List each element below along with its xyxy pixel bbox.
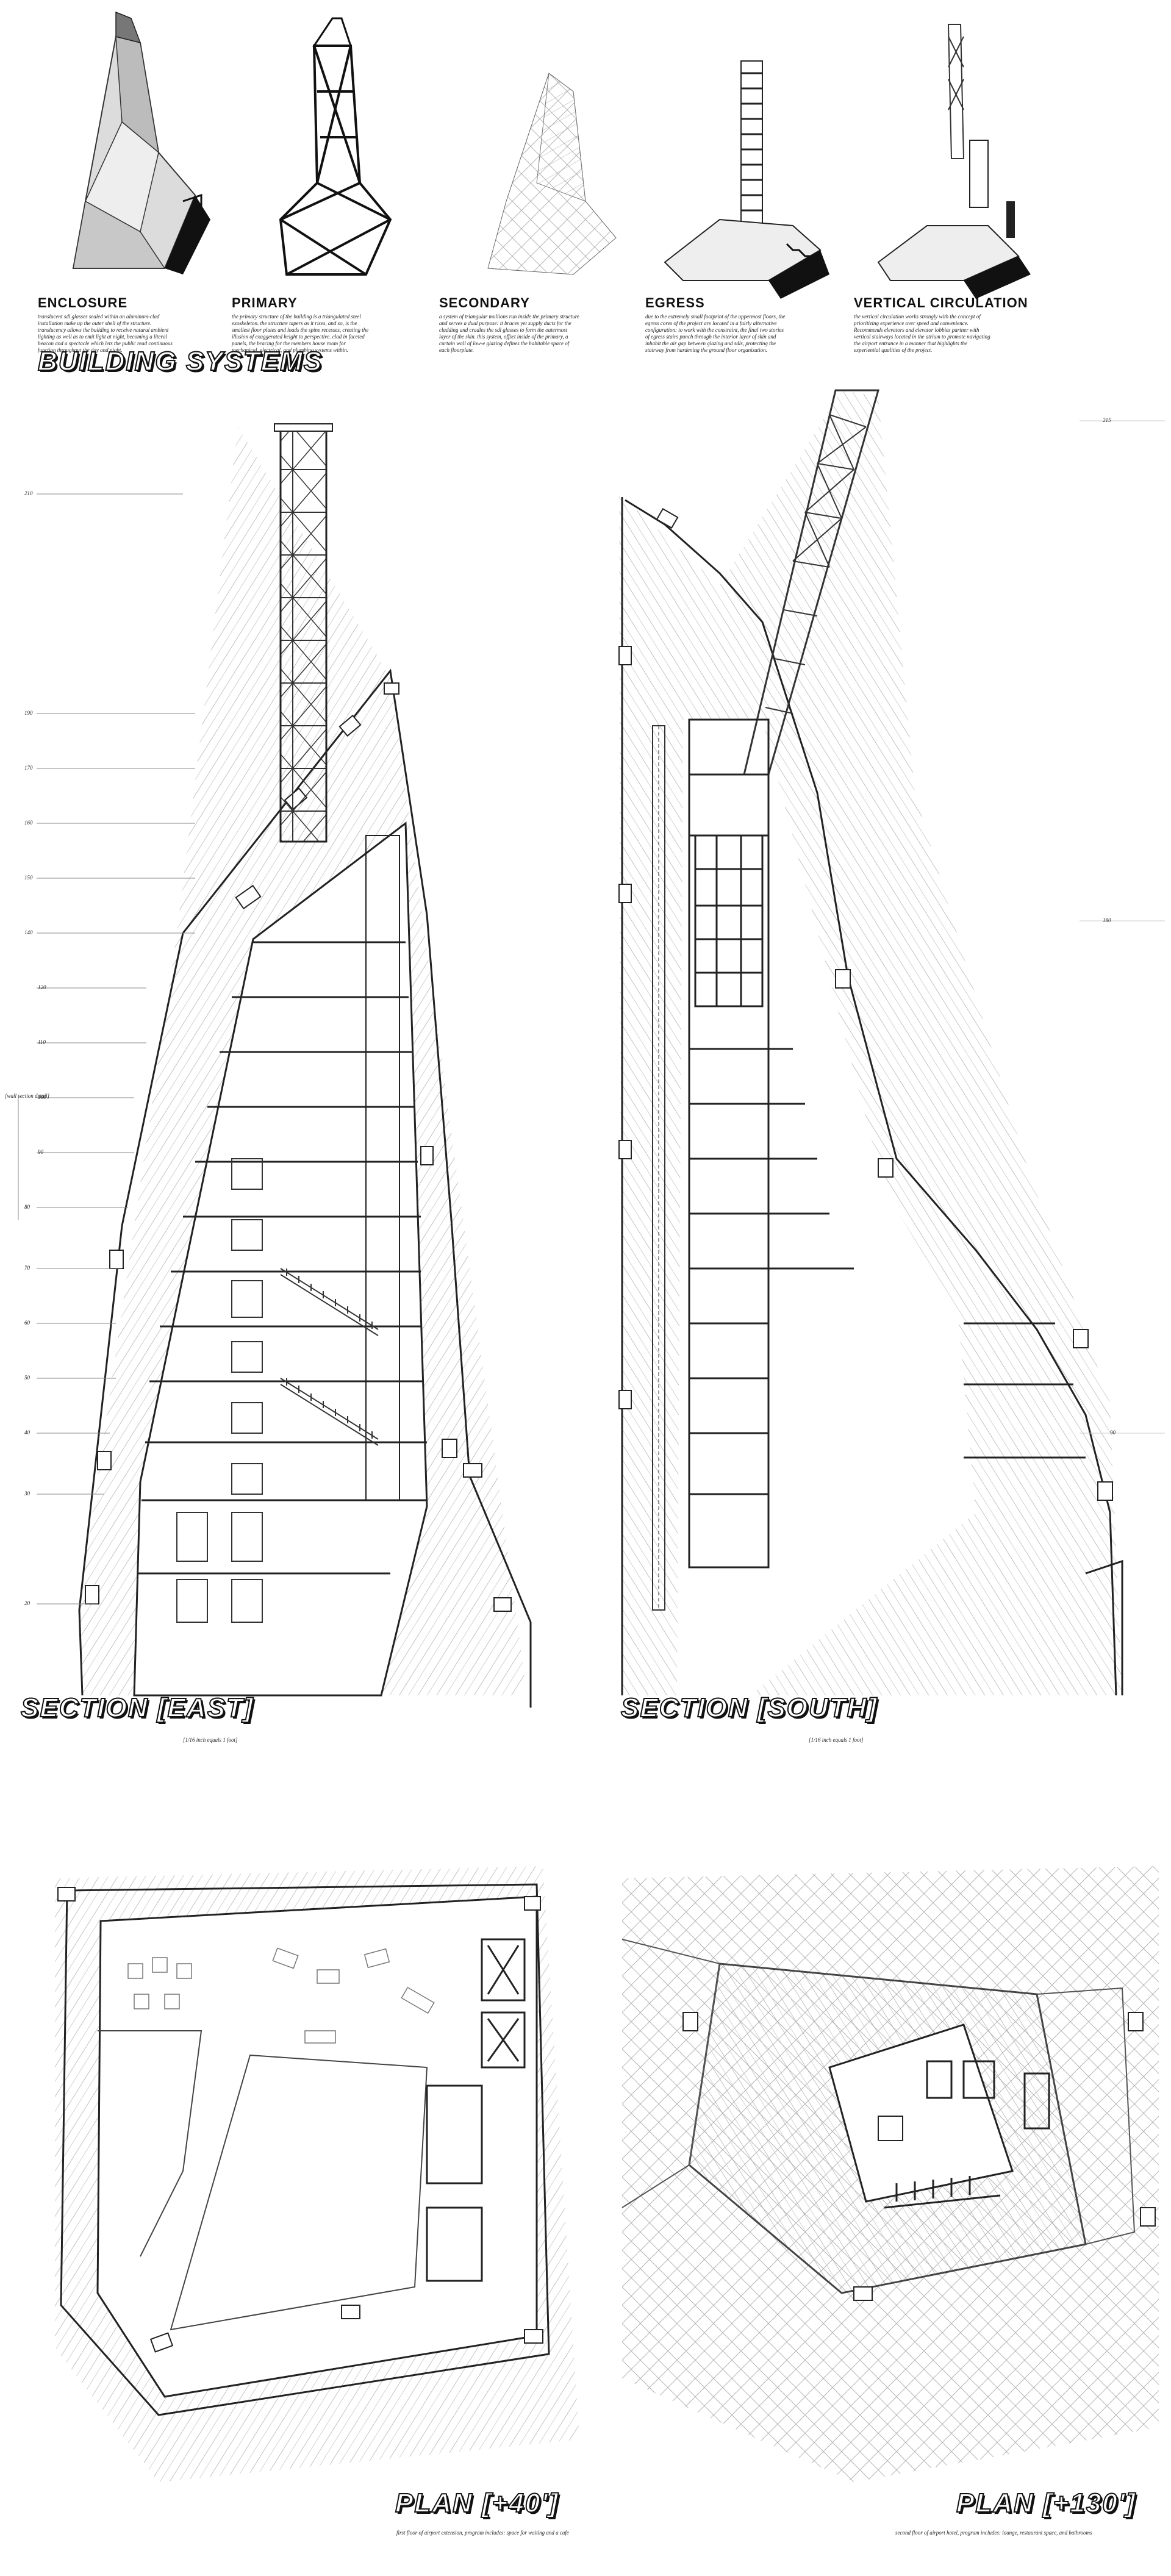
section-east-drawing (18, 423, 532, 1708)
east-level-label: 20 (24, 1600, 30, 1606)
section-south-title: SECTION [SOUTH] (620, 1692, 878, 1723)
system-desc-enclosure: translucent sdl glasses sealed within an… (38, 313, 173, 353)
enclosure-icon (72, 11, 210, 274)
system-title-vertical-circulation: VERTICAL CIRCULATION (854, 295, 1028, 310)
section-south-scale: [1/16 inch equals 1 foot] (809, 1737, 864, 1743)
wall-section-note: [wall section detail] (5, 1093, 49, 1099)
system-title-egress: EGRESS (645, 295, 705, 310)
east-level-label: 30 (24, 1490, 30, 1497)
system-desc-secondary: a system of triangular mullions run insi… (439, 313, 579, 353)
vertical-circulation-icon (877, 24, 1031, 299)
east-level-label: 90 (38, 1149, 43, 1155)
south-level-90: 90 (1110, 1429, 1115, 1436)
plan-130-drawing (621, 1866, 1159, 2482)
building-systems-heading: BUILDING SYSTEMS (37, 346, 323, 377)
east-level-label: 80 (24, 1204, 30, 1210)
east-level-label: 140 (24, 929, 33, 936)
east-level-label: 160 (24, 820, 33, 826)
east-level-label: 120 (38, 984, 46, 990)
east-level-label: 170 (24, 765, 33, 771)
plan-40-drawing (55, 1866, 579, 2482)
system-desc-vertical-circulation: the vertical circulation works strongly … (854, 313, 990, 353)
system-title-primary: PRIMARY (232, 295, 298, 310)
egress-icon (664, 60, 829, 299)
plan-40-title: PLAN [+40'] (395, 2488, 559, 2519)
east-level-label: 70 (24, 1265, 30, 1271)
section-south-drawing (618, 389, 1165, 1696)
south-level-180: 180 (1103, 917, 1111, 923)
section-east-title: SECTION [EAST] (20, 1692, 254, 1723)
section-east-scale: [1/16 inch equals 1 foot] (183, 1737, 238, 1743)
south-level-215: 215 (1103, 417, 1111, 423)
east-level-label: 210 (24, 490, 33, 496)
east-level-label: 60 (24, 1320, 30, 1326)
east-level-label: 50 (24, 1375, 30, 1381)
system-title-secondary: SECONDARY (439, 295, 530, 310)
plan-130-caption: second floor of airport hotel, program i… (895, 2530, 1092, 2536)
secondary-structure-icon (487, 73, 617, 275)
plan-40-caption: first floor of airport extension, progra… (396, 2530, 569, 2536)
primary-structure-icon (279, 17, 392, 276)
system-title-enclosure: ENCLOSURE (38, 295, 128, 310)
east-level-label: 190 (24, 710, 33, 716)
east-level-label: 150 (24, 875, 33, 881)
east-level-label: 110 (38, 1039, 46, 1045)
east-level-label: 100 (38, 1094, 46, 1100)
system-desc-egress: due to the extremely small footprint of … (645, 313, 786, 353)
system-desc-primary: the primary structure of the building is… (232, 313, 369, 353)
plan-130-title: PLAN [+130'] (956, 2488, 1136, 2519)
east-level-label: 40 (24, 1429, 30, 1436)
